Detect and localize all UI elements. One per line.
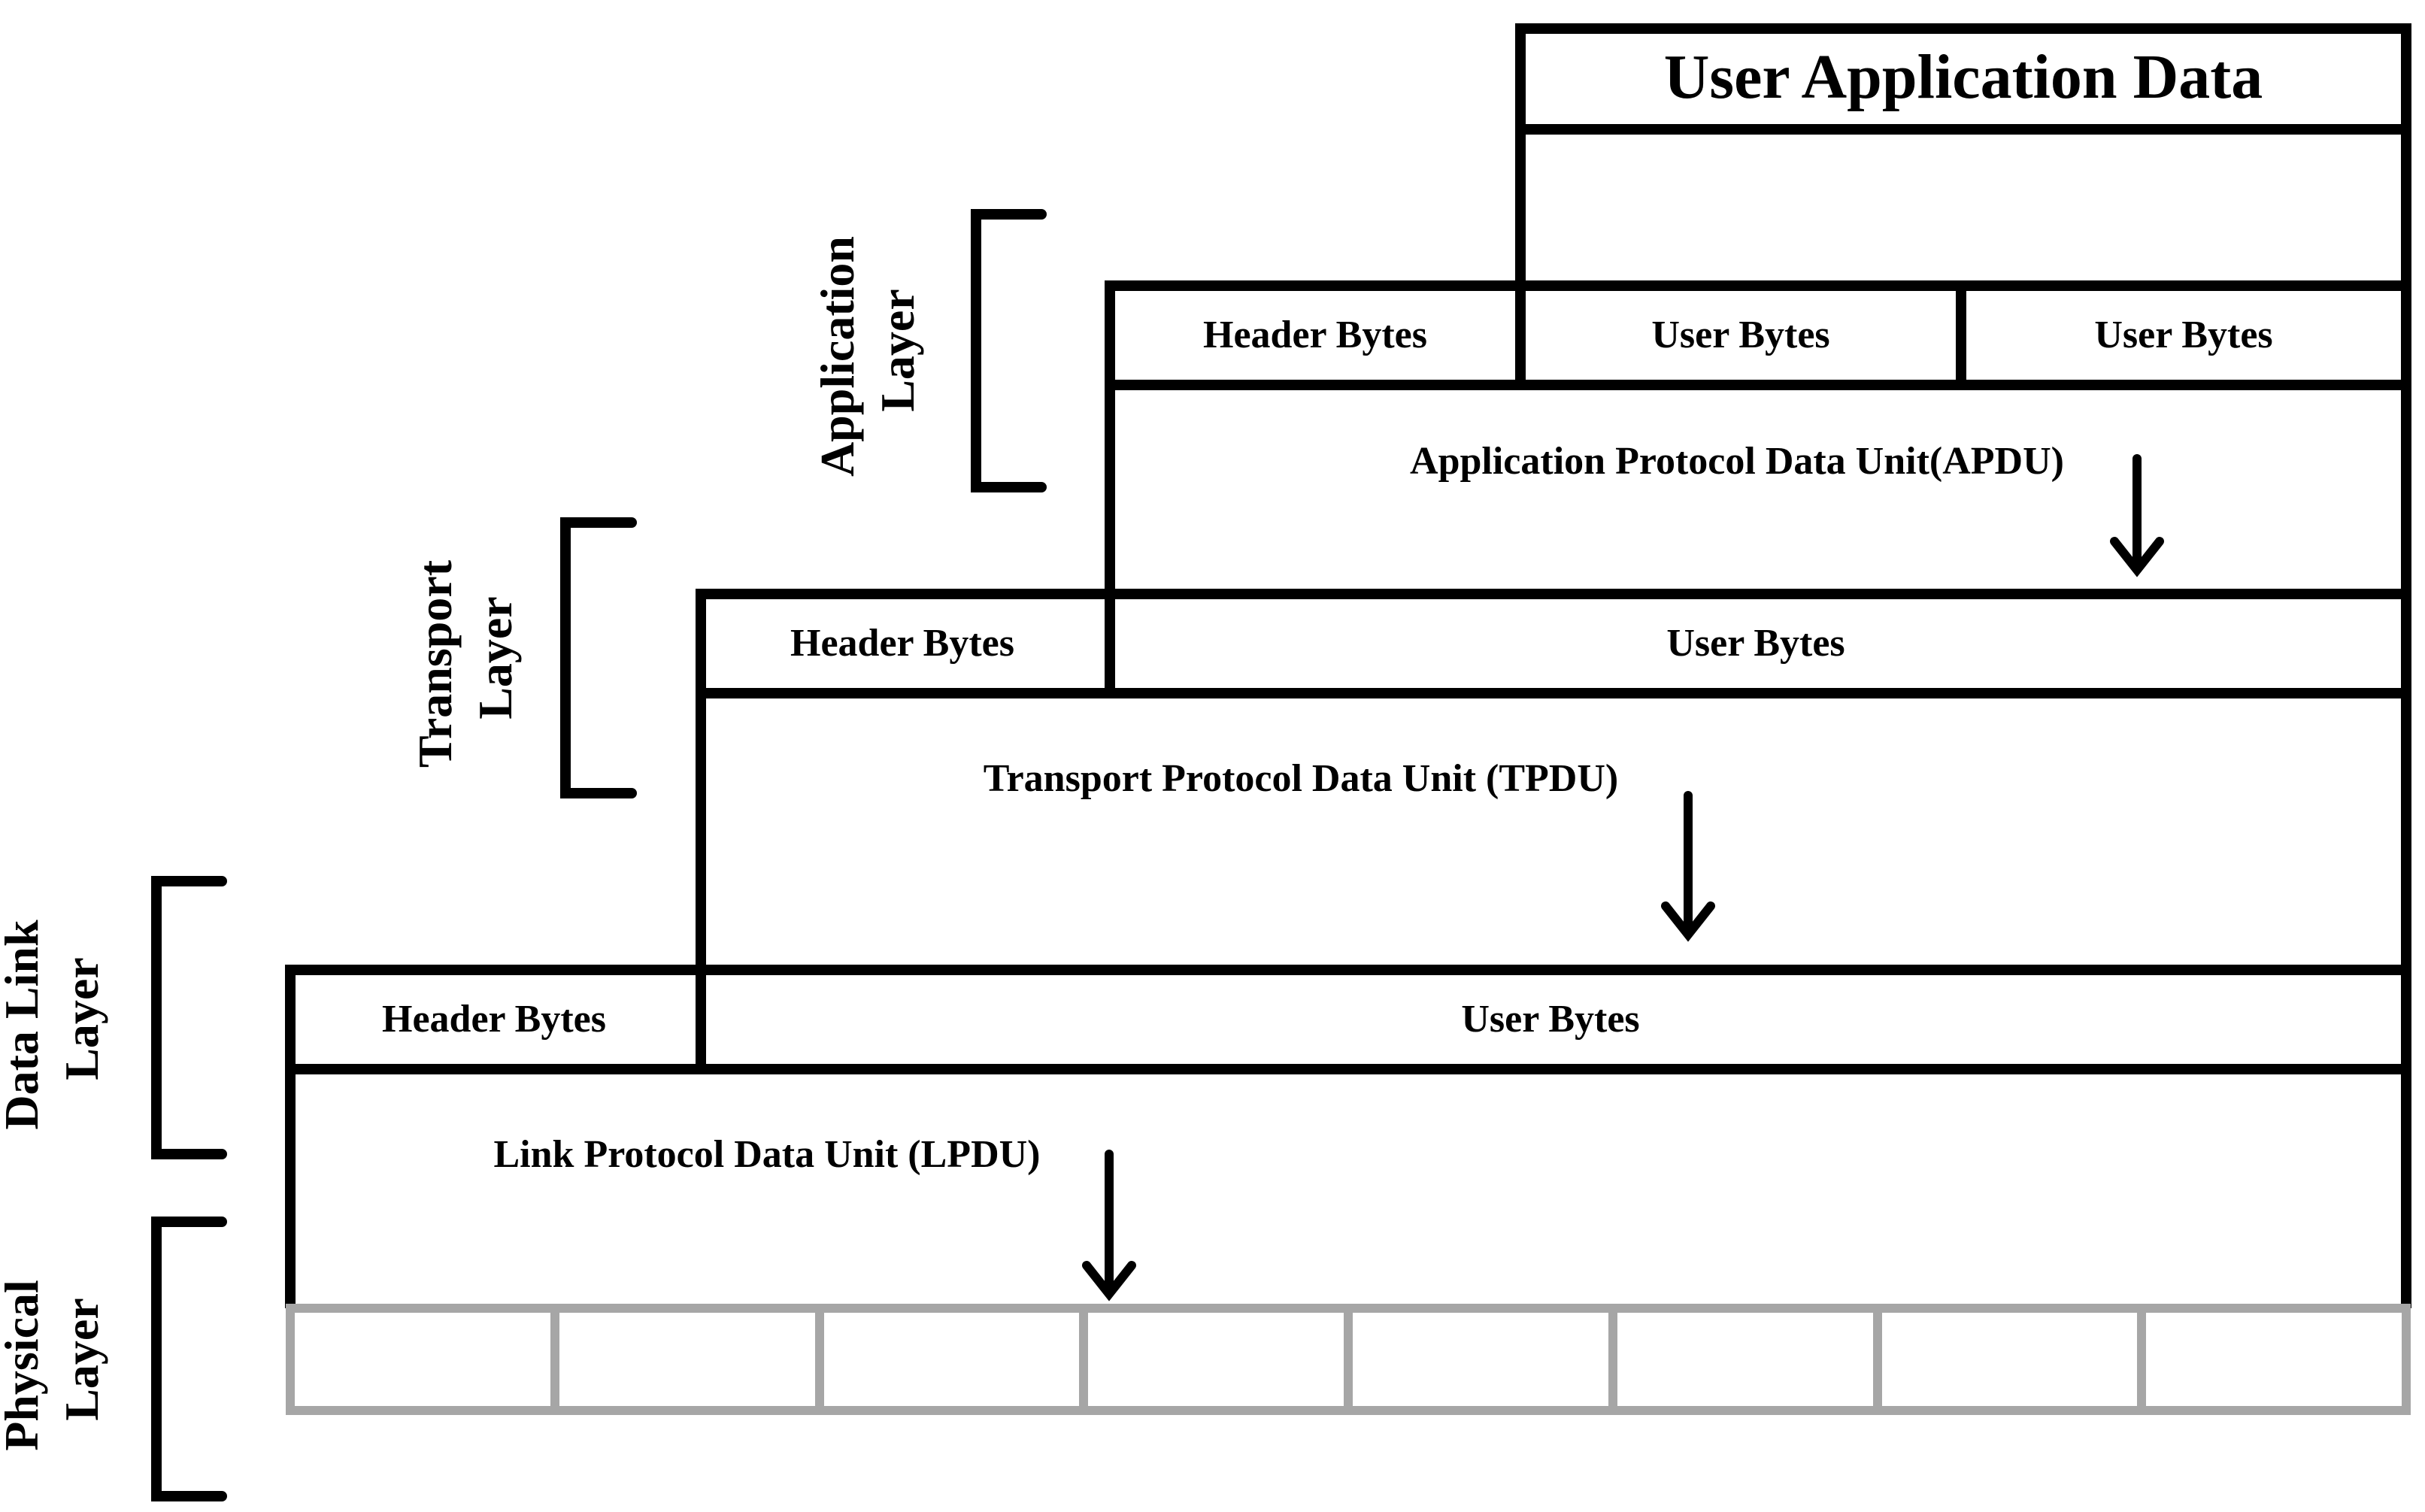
- lpdu-header-bytes-label: Header Bytes: [382, 998, 606, 1041]
- apdu-user-bytes-label-1: User Bytes: [1651, 314, 1829, 356]
- user-application-data-title: User Application Data: [1664, 42, 2263, 112]
- lpdu-down-arrow-icon: [1082, 1150, 1136, 1301]
- apdu-caption: Application Protocol Data Unit(APDU): [1410, 440, 2064, 483]
- physical-layer-label: Physical Layer: [0, 1268, 108, 1451]
- tpdu-cell-row: [696, 589, 2411, 698]
- lpdu-user-bytes-label: User Bytes: [1461, 998, 1639, 1041]
- data-link-layer-label: Data Link Layer: [0, 908, 108, 1129]
- lpdu-cell-row: [285, 965, 2411, 1074]
- tpdu-block: [696, 589, 2411, 970]
- application-layer-label: Application Layer: [811, 224, 924, 477]
- apdu-down-arrow-icon: [2110, 454, 2164, 577]
- tpdu-user-bytes-label: User Bytes: [1666, 622, 1845, 665]
- lpdu-caption: Link Protocol Data Unit (LPDU): [493, 1133, 1040, 1176]
- apdu-cell-row: [1105, 280, 2411, 390]
- tpdu-caption: Transport Protocol Data Unit (TPDU): [984, 757, 1618, 800]
- lpdu-block: [285, 965, 2411, 1308]
- apdu-header-bytes-label: Header Bytes: [1203, 314, 1427, 356]
- tpdu-down-arrow-icon: [1661, 791, 1715, 942]
- tpdu-header-bytes-label: Header Bytes: [790, 622, 1014, 665]
- apdu-block: [1105, 280, 2411, 594]
- user-application-data-title-box: [1515, 23, 2411, 135]
- application-layer-bracket: [971, 209, 1047, 492]
- apdu-user-bytes-label-2: User Bytes: [2094, 314, 2272, 356]
- data-link-layer-bracket: [151, 876, 227, 1159]
- transport-layer-bracket: [560, 517, 637, 798]
- physical-layer-bracket: [151, 1217, 227, 1501]
- user-application-data-block: [1515, 23, 2411, 286]
- transport-layer-label: Transport Layer: [408, 548, 522, 768]
- physical-bit-row: [286, 1304, 2411, 1415]
